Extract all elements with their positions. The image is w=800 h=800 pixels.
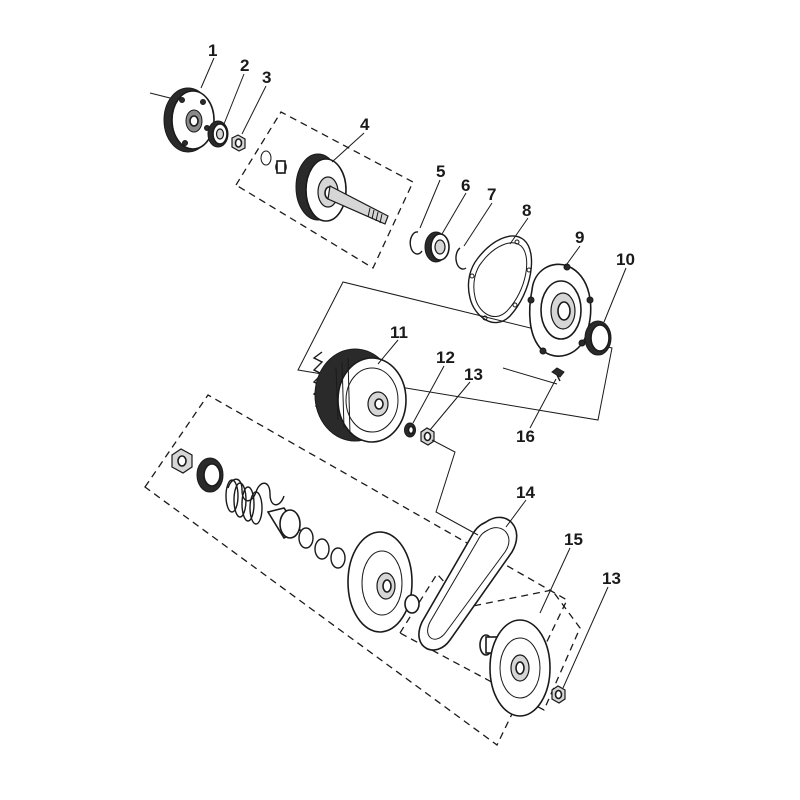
group-box-driven-pulley-inner bbox=[399, 572, 581, 711]
callout-16: 16 bbox=[516, 427, 535, 446]
callout-labels: 1 2 3 4 5 6 7 8 9 10 11 12 13 14 15 13 1… bbox=[208, 41, 635, 588]
callout-10: 10 bbox=[616, 250, 635, 269]
callout-11: 11 bbox=[390, 323, 408, 342]
callout-6: 6 bbox=[461, 176, 470, 195]
part-15-fixed-sheave bbox=[479, 619, 551, 717]
group-box-clutch-assembly bbox=[297, 281, 613, 421]
part-14-drive-belt bbox=[418, 516, 518, 651]
part-16-bolt bbox=[551, 367, 565, 382]
part-4-primary-sheave bbox=[260, 150, 389, 225]
leader-lines bbox=[200, 57, 627, 689]
callout-13-upper: 13 bbox=[464, 365, 483, 384]
group-box-driven-pulley-outer bbox=[144, 394, 568, 746]
callout-15: 15 bbox=[564, 530, 583, 549]
driven-pulley-components bbox=[171, 448, 420, 633]
callout-3: 3 bbox=[262, 68, 271, 87]
part-11-clutch-assembly bbox=[312, 348, 407, 443]
part-10-seal-ring bbox=[584, 320, 612, 356]
callout-9: 9 bbox=[575, 228, 584, 247]
callout-5: 5 bbox=[436, 162, 445, 181]
callout-13-lower: 13 bbox=[602, 569, 621, 588]
callout-8: 8 bbox=[522, 201, 531, 220]
callout-4: 4 bbox=[360, 115, 370, 134]
part-6-bearing bbox=[424, 231, 450, 263]
callout-2: 2 bbox=[240, 56, 249, 75]
part-7-circlip bbox=[455, 247, 467, 270]
callout-12: 12 bbox=[436, 348, 455, 367]
part-8-gasket bbox=[467, 235, 533, 324]
part-12-washer bbox=[404, 422, 416, 438]
callout-14: 14 bbox=[516, 483, 535, 502]
part-2-seal bbox=[207, 120, 229, 148]
part-3-nut bbox=[231, 134, 246, 152]
part-5-circlip bbox=[409, 231, 423, 255]
part-9-cover-housing bbox=[527, 263, 594, 357]
part-13-nut-upper bbox=[420, 427, 435, 446]
callout-7: 7 bbox=[487, 185, 496, 204]
part-1-drive-plate bbox=[149, 87, 215, 153]
part-13-nut-lower bbox=[551, 685, 566, 704]
callout-1: 1 bbox=[208, 41, 217, 60]
